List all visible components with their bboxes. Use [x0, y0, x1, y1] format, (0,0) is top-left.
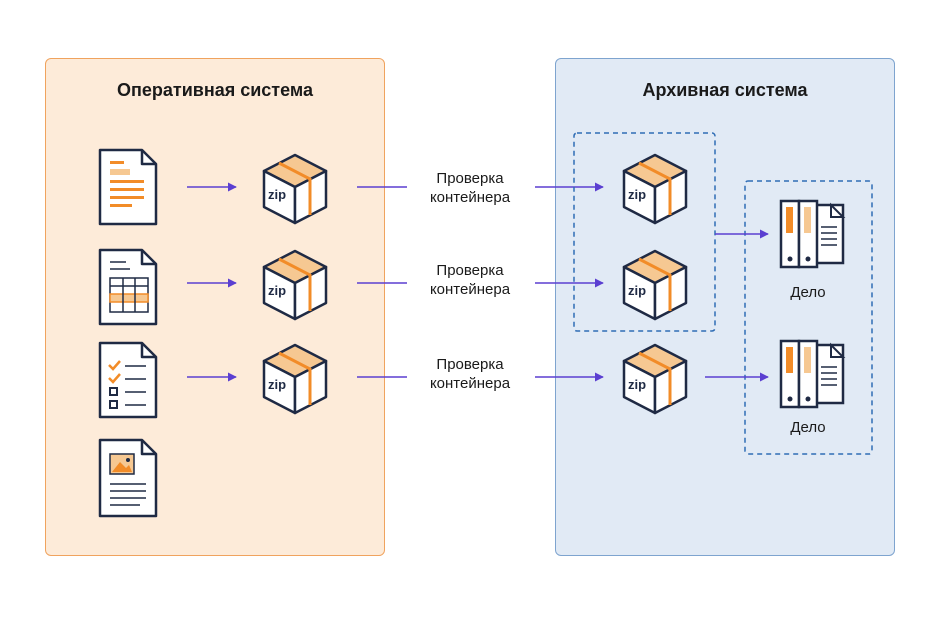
archive-system-panel	[555, 58, 895, 556]
container-check-label: Проверка контейнера	[405, 169, 535, 207]
container-check-label-line2: контейнера	[429, 189, 511, 206]
case-label: Дело	[790, 284, 826, 301]
zip-container-icon	[262, 249, 328, 321]
container-check-label-line2: контейнера	[429, 281, 511, 298]
container-check-label-line1: Проверка	[436, 356, 504, 373]
zip-container-icon	[622, 249, 688, 321]
container-check-label-line1: Проверка	[436, 262, 504, 279]
zip-container-icon	[622, 343, 688, 415]
case-label: Дело	[790, 419, 826, 436]
text-document-icon	[98, 148, 158, 226]
spreadsheet-document-icon	[98, 248, 158, 326]
operational-system-title: Оперативная система	[117, 80, 313, 100]
container-check-label: Проверка контейнера	[405, 355, 535, 393]
container-group-box	[573, 132, 716, 332]
container-check-label: Проверка контейнера	[405, 261, 535, 299]
archive-system-title: Архивная система	[642, 80, 808, 100]
zip-container-icon	[622, 153, 688, 225]
container-check-label-line1: Проверка	[436, 170, 504, 187]
container-check-label-line2: контейнера	[429, 375, 511, 392]
zip-container-icon	[262, 343, 328, 415]
case-binders-icon	[779, 199, 845, 269]
image-document-icon	[98, 438, 158, 518]
zip-container-icon	[262, 153, 328, 225]
case-binders-icon	[779, 339, 845, 409]
checklist-document-icon	[98, 341, 158, 419]
